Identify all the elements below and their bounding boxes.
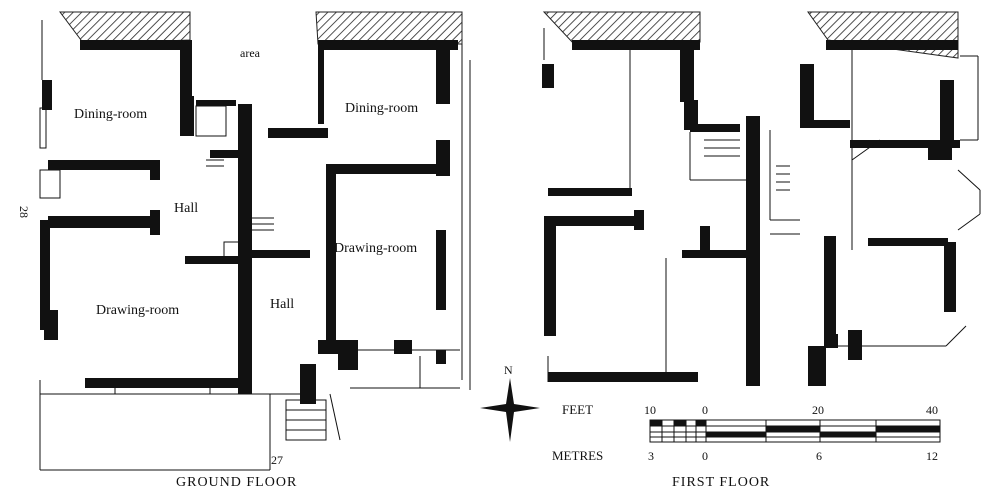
scale-metres-label: METRES <box>552 448 603 463</box>
feet-tick-1: 0 <box>702 403 708 417</box>
feet-tick-2: 20 <box>812 403 824 417</box>
feet-tick-3: 40 <box>926 403 938 417</box>
first-floor-plan: FIRST FLOOR <box>542 11 981 490</box>
scale-bar-fills <box>650 420 940 437</box>
room-label-dining-left: Dining-room <box>74 107 147 122</box>
metres-tick-1: 0 <box>702 449 708 463</box>
room-label-hall-left: Hall <box>174 201 198 216</box>
compass-star-icon <box>480 378 540 442</box>
first-floor-stairs <box>704 139 790 191</box>
first-floor-thin-lines <box>543 28 981 382</box>
ground-floor-plan: Dining-room Dining-room Hall Hall Drawin… <box>17 11 471 490</box>
house-number-27: 27 <box>271 453 283 467</box>
ground-floor-stairs <box>206 159 274 231</box>
north-compass: N <box>480 363 540 442</box>
feet-tick-0: 10 <box>644 403 656 417</box>
hatched-party-wall-right <box>315 11 463 45</box>
hatched-party-wall-left <box>59 11 191 45</box>
house-number-28: 28 <box>17 206 31 218</box>
room-label-dining-right: Dining-room <box>345 101 418 116</box>
metres-tick-2: 6 <box>816 449 822 463</box>
right-house-walls <box>250 40 458 404</box>
hatched-party-wall-first-right <box>807 11 959 59</box>
north-label: N <box>504 363 513 377</box>
ground-floor-caption: GROUND FLOOR <box>176 475 297 490</box>
scale-bar: FEET METRES 10 0 20 40 3 0 6 12 <box>552 402 941 463</box>
ground-floor-thin-lines <box>39 20 471 471</box>
scale-feet-label: FEET <box>562 402 593 417</box>
room-label-drawing-left: Drawing-room <box>96 303 179 318</box>
first-floor-caption: FIRST FLOOR <box>672 475 770 490</box>
room-label-hall-right: Hall <box>270 297 294 312</box>
room-label-drawing-right: Drawing-room <box>334 241 417 256</box>
first-floor-walls <box>542 40 960 386</box>
left-house-walls <box>39 40 252 394</box>
metres-tick-0: 3 <box>648 449 654 463</box>
metres-tick-3: 12 <box>926 449 938 463</box>
hatched-party-wall-first-left <box>542 11 701 45</box>
area-label: area <box>240 46 261 60</box>
